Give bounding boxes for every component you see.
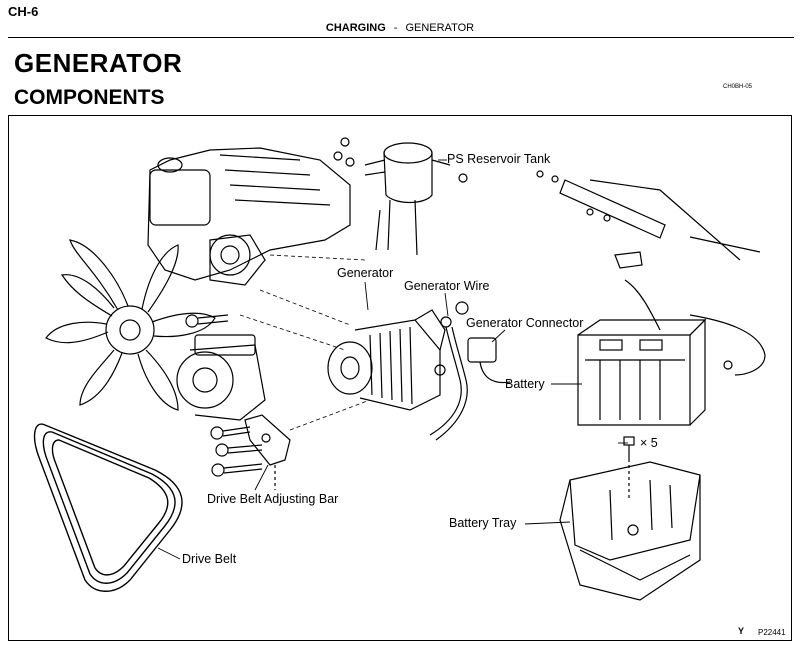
battery-hold-down <box>536 170 761 261</box>
generator-body <box>327 309 446 411</box>
water-pump <box>176 334 266 421</box>
engine-block <box>147 147 351 286</box>
leader-lines <box>157 159 628 560</box>
battery-tray-bolt <box>623 436 635 500</box>
label-generator: Generator <box>337 266 394 280</box>
drive-belt <box>33 423 183 592</box>
battery-terminals <box>614 251 766 376</box>
label-drive-belt: Drive Belt <box>182 552 237 566</box>
page-number: CH-6 <box>8 4 39 19</box>
header-rule <box>8 37 794 38</box>
figure-frame <box>8 115 792 641</box>
generator-connector <box>467 337 511 384</box>
figure-reference: P22441 <box>758 628 786 637</box>
adjusting-bar-assembly <box>210 414 291 490</box>
alignment-dashes <box>239 254 371 431</box>
label-generator-connector: Generator Connector <box>466 316 584 330</box>
label-bolt-quantity: × 5 <box>640 436 658 450</box>
orientation-mark: Y <box>738 626 745 636</box>
engine-mount-bolt <box>185 314 229 328</box>
header-separator: - <box>393 22 398 34</box>
label-ps-reservoir-tank: PS Reservoir Tank <box>447 152 551 166</box>
cooling-fan <box>45 239 216 411</box>
generator-wire <box>429 301 469 441</box>
battery <box>577 318 707 426</box>
figure-code: CH0BH-05 <box>722 84 752 90</box>
page-title: GENERATOR <box>14 48 183 78</box>
page-subtitle: COMPONENTS <box>14 86 165 109</box>
label-generator-wire: Generator Wire <box>404 279 490 293</box>
label-battery-tray: Battery Tray <box>449 516 517 530</box>
section-name: CHARGING <box>325 22 386 34</box>
label-battery: Battery <box>505 377 545 391</box>
running-header: CHARGING-GENERATOR <box>0 22 800 34</box>
battery-tray <box>559 461 701 601</box>
subsection-name: GENERATOR <box>405 22 475 34</box>
label-drive-belt-adjusting-bar: Drive Belt Adjusting Bar <box>207 492 339 506</box>
ps-reservoir-tank <box>333 137 468 256</box>
